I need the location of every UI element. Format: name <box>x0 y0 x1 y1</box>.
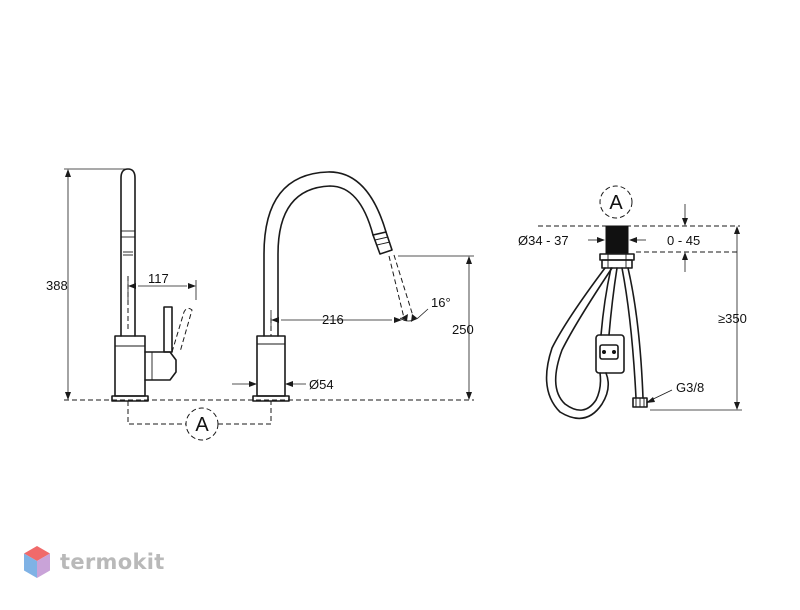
dim-spout-height <box>398 255 474 400</box>
label-spout-height: 250 <box>452 322 474 337</box>
dim-height-total <box>64 168 126 400</box>
brand-logo-icon <box>24 546 50 578</box>
label-connection: G3/8 <box>676 380 704 395</box>
dim-hole-diameter <box>588 237 646 243</box>
dim-spout-angle <box>399 308 429 322</box>
marker-circle-top <box>599 185 633 219</box>
label-hole-diameter: Ø34 - 37 <box>518 233 569 248</box>
faucet-side-view <box>111 168 197 402</box>
dim-deck-thickness <box>682 204 688 272</box>
marker-detail-a-top: A <box>609 192 623 214</box>
label-spout-reach: 216 <box>322 312 344 327</box>
detail-a-bottom <box>127 401 272 441</box>
label-height-total: 388 <box>46 278 68 293</box>
dim-lever-offset <box>128 283 196 289</box>
dim-base-diameter <box>232 381 306 387</box>
label-deck-thickness: 0 - 45 <box>667 233 700 248</box>
label-hose-length: ≥350 <box>718 311 747 326</box>
brand-name: termokit <box>60 550 165 574</box>
marker-detail-a-bottom: A <box>195 414 209 436</box>
installation-detail <box>538 225 740 420</box>
dim-spout-reach <box>270 310 402 330</box>
dim-hose-length <box>650 226 742 411</box>
brand-watermark: termokit <box>22 545 165 579</box>
label-base-diameter: Ø54 <box>309 377 334 392</box>
label-lever-offset: 117 <box>148 271 169 286</box>
label-spout-angle: 16° <box>431 295 451 310</box>
faucet-front-view <box>252 171 414 402</box>
